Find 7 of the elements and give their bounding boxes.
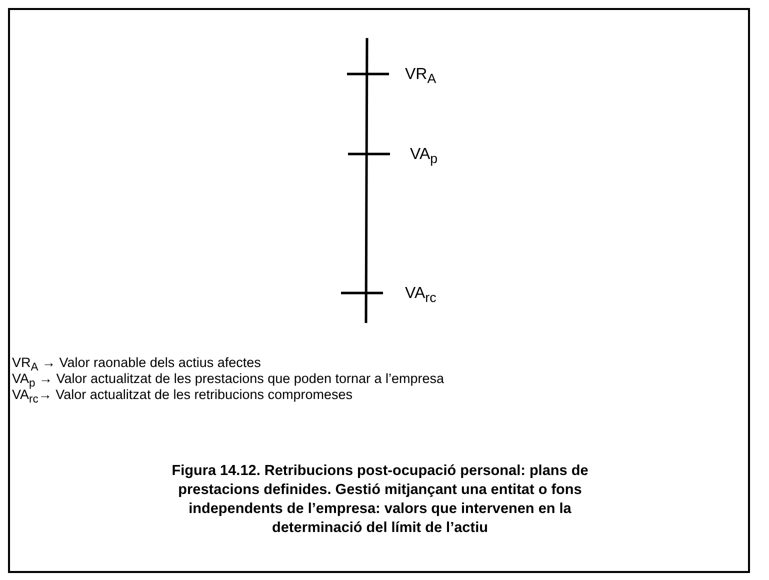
tick-label: VA$_{p}$ (410, 146, 438, 168)
tick-label: VR$_{A}$ (405, 66, 436, 88)
figure-caption: Figura 14.12. Retribucions post-ocupació personal: plans de prestacions definides. Gestió mitjançant una entitat o fons independents de l’empresa: valors que intervenen en la determinació del límit de l’actiu (170, 462, 590, 538)
legend-note: VA$_{rc}$→ Valor actualitzat de les retribucions compromeses (12, 387, 353, 408)
tick-label: VA$_{rc}$ (405, 285, 436, 308)
legend-note: VA$_{p}$ → Valor actualitzat de les prestacions que poden tornar a l’empresa (12, 371, 444, 390)
legend-note: VR$_{A}$ → Valor raonable dels actius afectes (12, 355, 261, 374)
